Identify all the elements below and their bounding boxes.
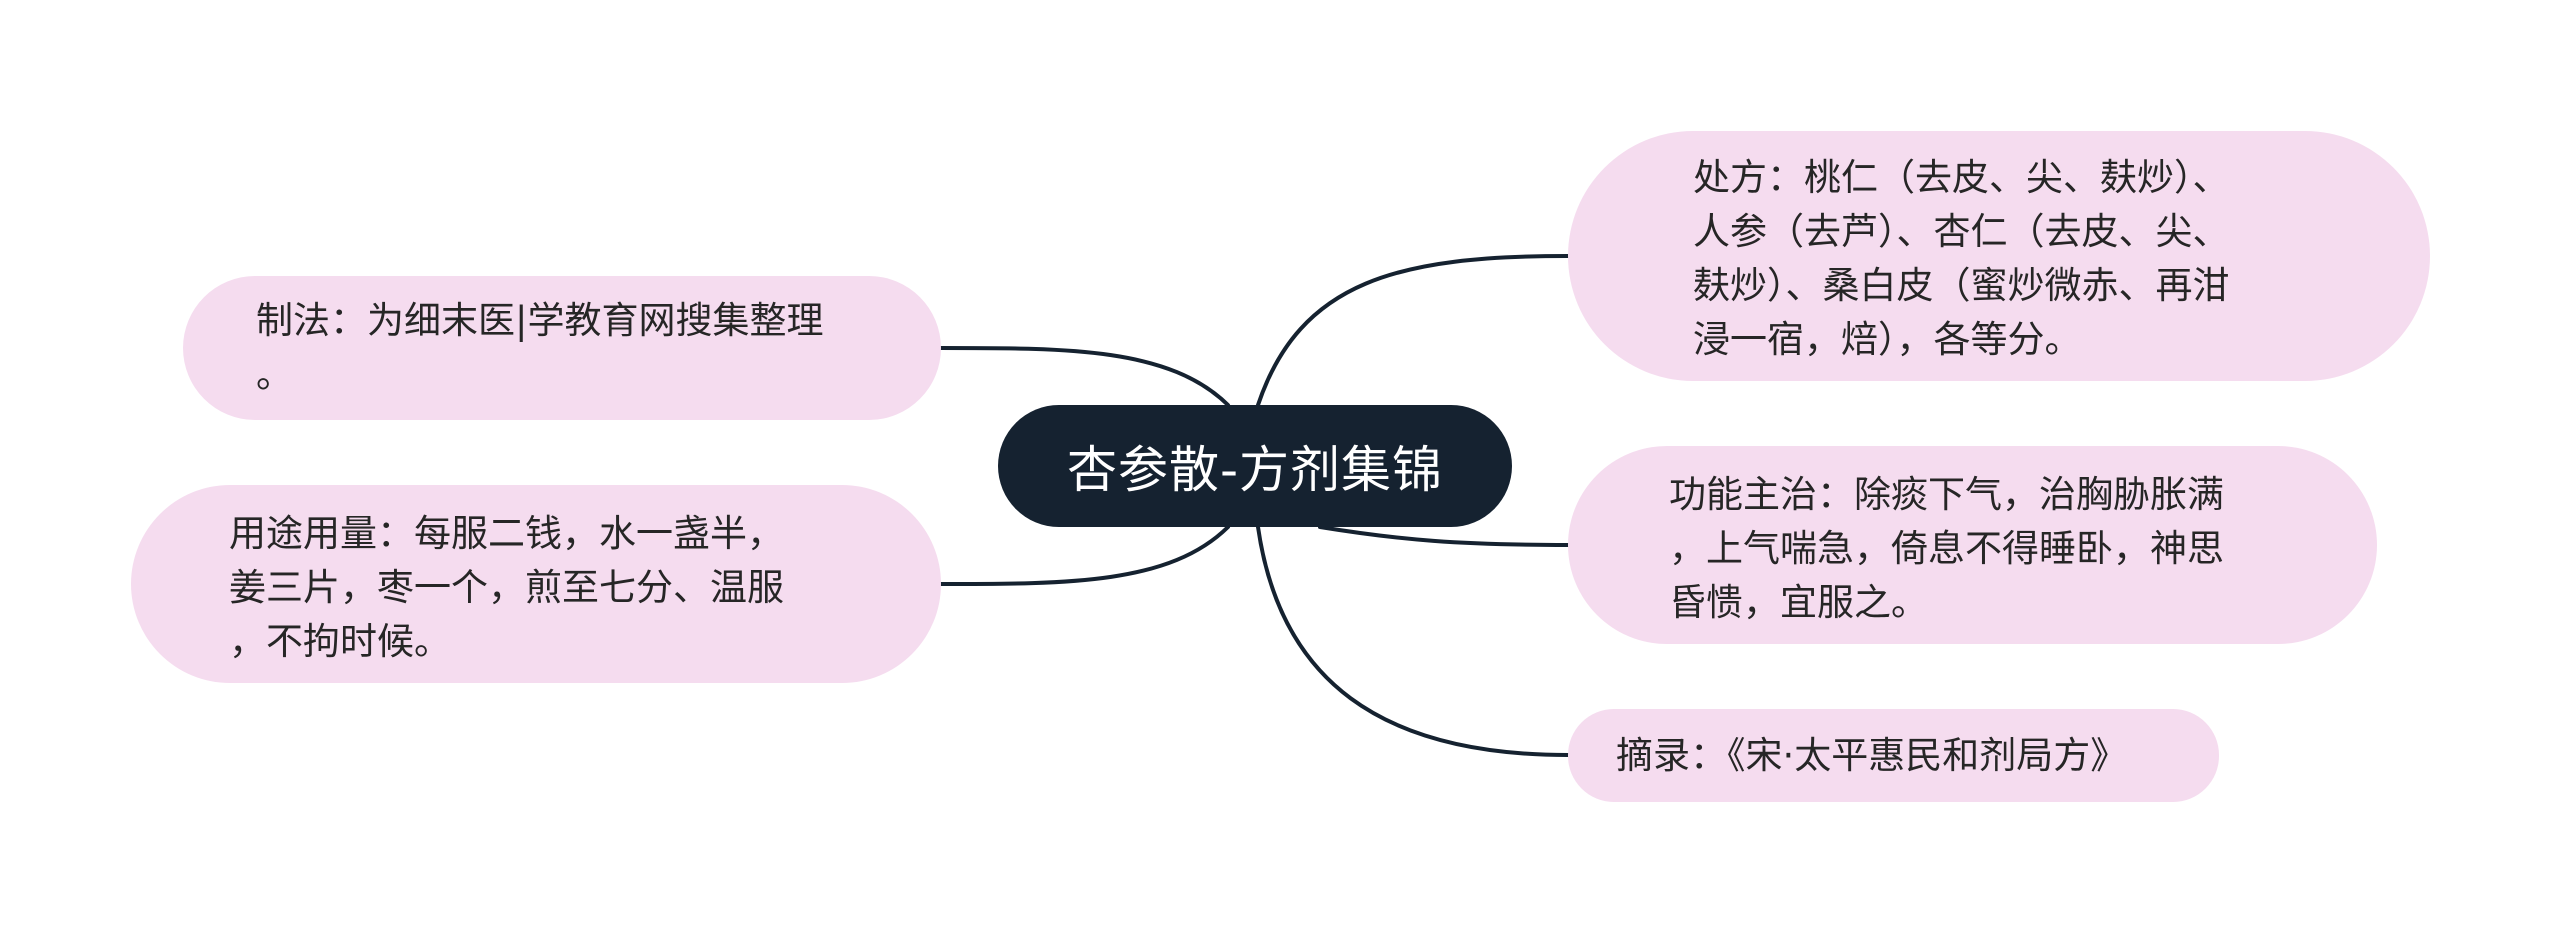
topic-function-indication[interactable]: 功能主治：除痰下气，治胸胁胀满 ，上气喘急，倚息不得睡卧，神思 昏愦，宜服之。 bbox=[1568, 446, 2377, 644]
topic-source[interactable]: 摘录：《宋·太平惠民和剂局方》 bbox=[1568, 709, 2219, 802]
link-to-source bbox=[1256, 525, 1570, 757]
topic-usage-dosage[interactable]: 用途用量：每服二钱，水一盏半， 姜三片，枣一个，煎至七分、温服 ，不拘时候。 bbox=[131, 485, 941, 683]
link-to-function bbox=[1318, 525, 1570, 547]
topic-method[interactable]: 制法：为细末医|学教育网搜集整理 。 bbox=[183, 276, 941, 420]
link-to-prescription bbox=[1256, 254, 1570, 407]
topic-prescription[interactable]: 处方：桃仁（去皮、尖、麸炒）、 人参（去芦）、杏仁（去皮、尖、 麸炒）、桑白皮（… bbox=[1568, 131, 2430, 381]
link-to-usage bbox=[939, 525, 1230, 586]
link-to-method bbox=[939, 346, 1230, 407]
central-topic[interactable]: 杏参散-方剂集锦 bbox=[998, 405, 1512, 527]
